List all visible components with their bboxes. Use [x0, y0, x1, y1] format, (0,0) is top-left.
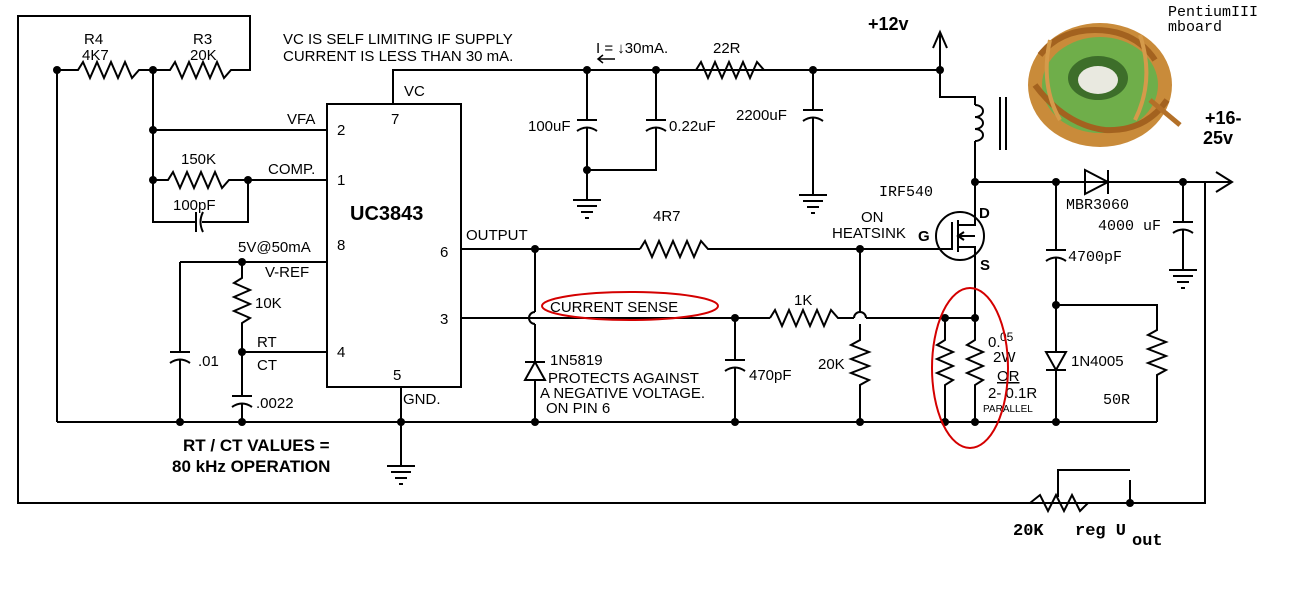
vc-supply: I = ↓30mA. 22R 100uF 0.22uF 2200uF [392, 40, 944, 219]
irf540-label: IRF540 [879, 184, 933, 201]
mosfet-gate-label: G [918, 228, 930, 245]
note-rtct-line1: RT / CT VALUES = [183, 436, 330, 455]
regulation-potentiometer: 20K reg U out [1013, 469, 1163, 551]
current-sense-label: CURRENT SENSE [550, 299, 678, 316]
vout-label-2: 25v [1203, 128, 1233, 148]
v12-label: +12v [868, 14, 909, 34]
pot-label: 20K [1013, 522, 1044, 541]
vout-label-1: +16- [1205, 108, 1242, 128]
pin-vfa-label: VFA [287, 111, 315, 128]
output-stage: MBR3060 4000 uF 4700pF 50R 1N4005 [971, 168, 1234, 422]
rsense-value-a: 0. [988, 334, 1001, 351]
note-protects-line2: A NEGATIVE VOLTAGE. [540, 385, 705, 402]
rsense-power: 2W [993, 349, 1016, 366]
feedback-network: R4 4K7 R3 20K 150K 100pF [17, 15, 1206, 504]
timing-network: .01 10K .0022 [169, 258, 327, 422]
pin-output-label: OUTPUT [466, 227, 528, 244]
pin-vref-label: V-REF [265, 264, 309, 281]
r22-label: 22R [713, 40, 741, 57]
r3-label: R3 [193, 31, 212, 48]
ic-name: UC3843 [350, 203, 423, 225]
pin-3-number: 3 [440, 311, 448, 328]
on-heatsink-label-1: ON [861, 209, 884, 226]
r4-label: R4 [84, 31, 103, 48]
toroid-photo-icon [1028, 23, 1182, 147]
pin-vc-label: VC [404, 83, 425, 100]
on-heatsink-label-2: HEATSINK [832, 225, 906, 242]
note-vc-line1: VC IS SELF LIMITING IF SUPPLY [283, 31, 513, 48]
c01-label: .01 [198, 353, 219, 370]
c0022-label: .0022 [256, 395, 294, 412]
pin-rt-label: RT [257, 334, 277, 351]
rsense-alt: 2- 0.1R [988, 385, 1037, 402]
pin-vref-current-label: 5V@50mA [238, 239, 311, 256]
r10k-label: 10K [255, 295, 282, 312]
note-protects-line3: ON PIN 6 [546, 400, 610, 417]
uc3843-ic: UC3843 VC 7 2 1 8 4 5 6 3 [326, 83, 462, 388]
r150k-label: 150K [181, 151, 216, 168]
pin-1-number: 1 [337, 172, 345, 189]
plus-12v-input: +12v [868, 14, 948, 70]
d1n5819-label: 1N5819 [550, 352, 603, 369]
pin-7-number: 7 [391, 111, 399, 128]
note-protects-line1: PROTECTS AGAINST [548, 370, 699, 387]
pin-6-number: 6 [440, 244, 448, 261]
photo-label-2: mboard [1168, 19, 1222, 36]
r1k-label: 1K [794, 292, 812, 309]
pin-2-number: 2 [337, 122, 345, 139]
pin-gnd-label: GND. [403, 391, 441, 408]
r4r7-label: 4R7 [653, 208, 681, 225]
pin-4-number: 4 [337, 344, 345, 361]
current-sense-highlight [541, 291, 719, 321]
c2200uf-label: 2200uF [736, 107, 787, 124]
current-30ma-label: I = ↓30mA. [596, 40, 668, 57]
r50-label: 50R [1103, 392, 1130, 409]
photo-label-1: PentiumIII [1168, 4, 1258, 21]
inductor-icon [939, 70, 1007, 182]
c022uf-label: 0.22uF [669, 118, 716, 135]
r20k-label: 20K [818, 356, 845, 373]
rsense-parallel: PARALLEL [983, 404, 1033, 415]
d1n4005-label: 1N4005 [1071, 353, 1124, 370]
c4000uf-label: 4000 uF [1098, 218, 1161, 235]
c100uf-label: 100uF [528, 118, 571, 135]
sense-resistor-highlight [931, 287, 1009, 449]
c470pf-label: 470pF [749, 367, 792, 384]
reg-label: reg U [1075, 522, 1126, 541]
r3-value: 20K [190, 47, 217, 64]
note-vc-line2: CURRENT IS LESS THAN 30 mA. [283, 48, 513, 65]
pin-8-number: 8 [337, 237, 345, 254]
gate-drive: 4R7 1N5819 PROTECTS AGAINST A NEGATIVE V… [461, 208, 979, 422]
r4-value: 4K7 [82, 47, 109, 64]
mosfet-irf540-icon: IRF540 D G S [860, 182, 990, 318]
mbr3060-label: MBR3060 [1066, 197, 1129, 214]
c100pf-label: 100pF [173, 197, 216, 214]
c4700pf-label: 4700pF [1068, 249, 1122, 266]
pin-comp-label: COMP. [268, 161, 315, 178]
mosfet-drain-label: D [979, 205, 990, 222]
mosfet-source-label: S [980, 257, 990, 274]
pin-5-number: 5 [393, 367, 401, 384]
note-rtct-line2: 80 kHz OPERATION [172, 457, 330, 476]
sense-resistors: 0. 05 2W OR 2- 0.1R PARALLEL [934, 318, 1037, 422]
reg-subscript: out [1132, 532, 1163, 551]
pin-ct-label: CT [257, 357, 277, 374]
